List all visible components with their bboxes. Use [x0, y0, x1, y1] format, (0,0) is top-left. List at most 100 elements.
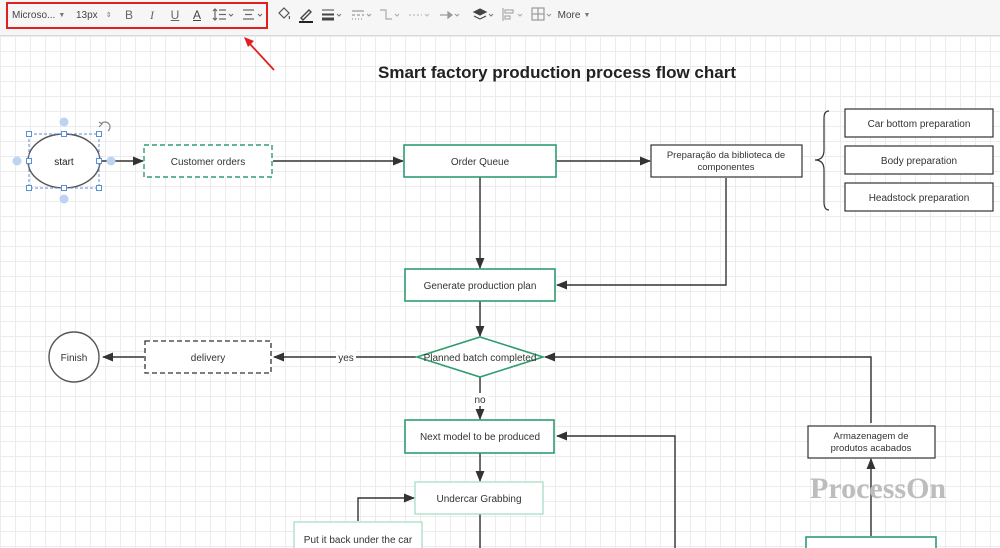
- bold-icon: B: [124, 8, 133, 22]
- chevron-down-icon: ▼: [58, 11, 66, 19]
- node-next-model[interactable]: [404, 419, 555, 454]
- font-family-value: Microso...: [12, 9, 56, 21]
- highlight-box: [6, 2, 268, 29]
- line-end-icon: [409, 13, 430, 17]
- italic-button[interactable]: I: [144, 6, 160, 24]
- node-put-back[interactable]: [293, 521, 423, 548]
- resize-handle-e[interactable]: [96, 158, 102, 164]
- node-customer-orders-label: Customer orders: [171, 157, 245, 168]
- diagram-canvas[interactable]: Smart factory production process flow ch…: [0, 36, 1000, 548]
- node-order-queue[interactable]: [403, 144, 557, 178]
- font-family-select[interactable]: Microso...▼: [12, 6, 70, 24]
- node-batch-decision-label: Planned batch completed: [424, 353, 537, 364]
- font-size-value: 13px: [76, 9, 98, 21]
- fill-color-button[interactable]: [276, 6, 292, 24]
- node-headstock-label: Headstock preparation: [869, 193, 970, 204]
- node-batch-decision[interactable]: [414, 336, 546, 378]
- edge-putback-to-undercar[interactable]: [357, 493, 416, 521]
- line-spacing-button[interactable]: [212, 6, 234, 24]
- connection-point-bottom[interactable]: [59, 194, 69, 204]
- connector-type-button[interactable]: [378, 6, 402, 24]
- font-color-button[interactable]: A: [189, 6, 205, 24]
- text-align-button[interactable]: [241, 6, 265, 24]
- node-storage-line1: Armazenagem de: [834, 431, 909, 442]
- node-finish[interactable]: [48, 331, 100, 383]
- node-body[interactable]: [844, 145, 994, 175]
- node-put-back-label: Put it back under the car: [304, 535, 413, 546]
- node-order-queue-label: Order Queue: [451, 157, 510, 168]
- resize-handle-w[interactable]: [26, 158, 32, 164]
- node-storage[interactable]: [807, 425, 936, 459]
- node-component-library-line2: componentes: [697, 162, 754, 173]
- underline-button[interactable]: U: [167, 6, 183, 24]
- line-width-icon: [322, 9, 342, 21]
- brace: [814, 110, 830, 211]
- italic-icon: I: [150, 7, 154, 22]
- align-icon: [502, 8, 523, 21]
- connectors: [101, 156, 876, 548]
- node-finish-label: Finish: [61, 353, 88, 364]
- node-headstock[interactable]: [844, 182, 994, 212]
- start-arrow-button[interactable]: [407, 6, 431, 24]
- node-component-library-line1: Preparação da biblioteca de: [667, 150, 785, 161]
- node-storage-line2: produtos acabados: [831, 443, 912, 454]
- line-width-button[interactable]: [320, 6, 344, 24]
- diagram-svg: yes no start Customer orders: [12, 37, 994, 548]
- node-generate-plan[interactable]: [404, 268, 556, 302]
- watermark-logo: ProcessOn: [810, 472, 947, 505]
- rotate-icon[interactable]: [100, 121, 111, 132]
- layers-icon: [472, 8, 494, 20]
- node-start-label: start: [54, 157, 74, 168]
- resize-handle-sw[interactable]: [26, 185, 32, 191]
- end-arrow-button[interactable]: [438, 6, 462, 24]
- underline-icon: U: [170, 8, 180, 22]
- edge-storage-to-decision[interactable]: [543, 352, 872, 423]
- line-spacing-icon: [212, 8, 234, 21]
- diagram-title[interactable]: Smart factory production process flow ch…: [377, 63, 736, 82]
- connection-point-left[interactable]: [12, 156, 22, 166]
- yes-label-bg: [336, 351, 356, 363]
- arrow-end-icon: [440, 10, 460, 20]
- edge-prep-to-plan[interactable]: [555, 178, 727, 290]
- node-body-label: Body preparation: [881, 156, 957, 167]
- font-color-icon: A: [192, 8, 201, 22]
- rotate-arrow-icon: [98, 121, 103, 128]
- no-label-bg: [472, 393, 488, 406]
- selection-handles[interactable]: [12, 117, 116, 204]
- bold-button[interactable]: B: [121, 6, 137, 24]
- node-delivery[interactable]: [144, 340, 272, 374]
- node-undercar-label: Undercar Grabbing: [436, 494, 521, 505]
- no-label: no: [474, 395, 486, 406]
- connection-point-top[interactable]: [59, 117, 69, 127]
- node-bottom-partial[interactable]: [805, 536, 937, 548]
- connection-point-right[interactable]: [106, 156, 116, 166]
- node-next-model-label: Next model to be produced: [420, 432, 540, 443]
- paint-bucket-icon: [278, 7, 291, 20]
- connector-icon: [380, 9, 400, 20]
- line-style-button[interactable]: [350, 6, 374, 24]
- resize-handle-ne[interactable]: [96, 131, 102, 137]
- resize-handle-n[interactable]: [61, 131, 67, 137]
- more-menu-button[interactable]: More▼: [557, 6, 591, 24]
- node-component-library[interactable]: [650, 144, 803, 178]
- group-button[interactable]: [530, 6, 554, 24]
- resize-handle-nw[interactable]: [26, 131, 32, 137]
- more-label: More: [557, 9, 581, 21]
- line-color-button[interactable]: [298, 6, 314, 24]
- align-button[interactable]: [501, 6, 525, 24]
- node-customer-orders[interactable]: [143, 144, 273, 178]
- node-generate-plan-label: Generate production plan: [424, 281, 537, 292]
- node-undercar[interactable]: [414, 481, 544, 515]
- dash-style-icon: [352, 10, 372, 20]
- toolbar: Microso...▼ 13px⇕ B I U A: [0, 0, 1000, 36]
- pen-icon: [299, 9, 313, 23]
- resize-handle-s[interactable]: [61, 185, 67, 191]
- arrange-button[interactable]: [472, 6, 496, 24]
- font-size-stepper[interactable]: 13px⇕: [76, 6, 118, 24]
- group-icon: [531, 7, 552, 21]
- edge-to-next-model[interactable]: [555, 431, 676, 548]
- node-car-bottom[interactable]: [844, 108, 994, 138]
- annotation-arrow-icon: [244, 37, 275, 71]
- resize-handle-se[interactable]: [96, 185, 102, 191]
- node-car-bottom-label: Car bottom preparation: [868, 119, 971, 130]
